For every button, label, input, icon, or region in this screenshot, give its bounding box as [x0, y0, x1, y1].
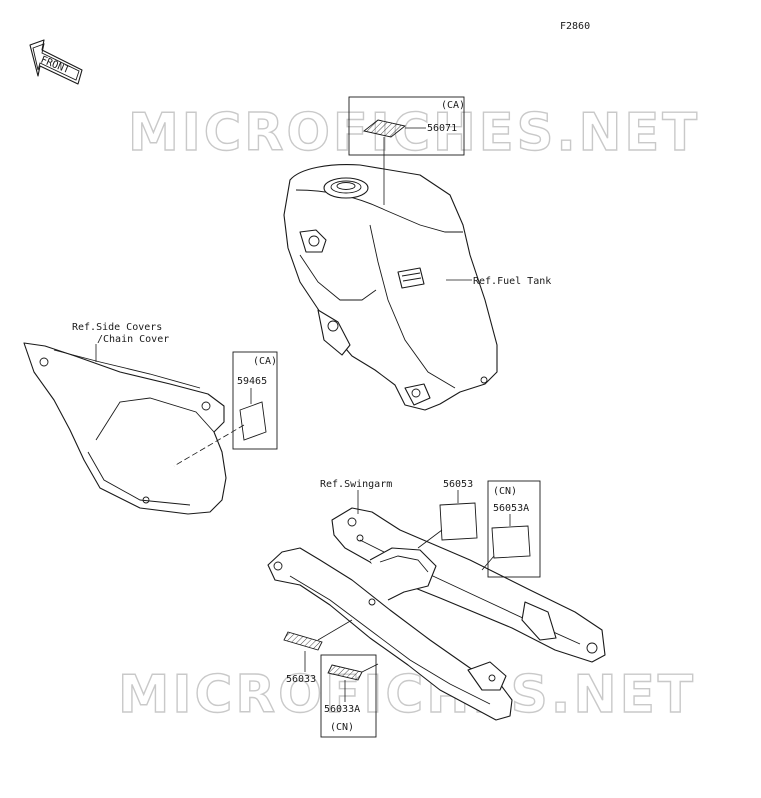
decal-56033-shape: [283, 631, 323, 651]
watermark-bottom: MICROFICHES.NET: [118, 665, 696, 725]
region-cn-bottom: (CN): [330, 722, 354, 733]
ref-swingarm: Ref.Swingarm: [320, 479, 392, 490]
part-59465: 59465: [237, 376, 267, 387]
cn-box-56053A: [487, 480, 541, 578]
part-56053A: 56053A: [493, 503, 529, 514]
front-arrow-icon: FRONT: [29, 39, 83, 85]
watermark-top: MICROFICHES.NET: [128, 103, 700, 163]
side-cover-drawing: [23, 342, 227, 515]
ref-side-covers-line1: Ref.Side Covers: [72, 322, 162, 333]
part-56053: 56053: [443, 479, 473, 490]
ref-fuel-tank: Ref.Fuel Tank: [473, 276, 551, 287]
ca-box-56071: [348, 96, 465, 156]
swingarm-drawing: [267, 507, 606, 721]
region-ca-left: (CA): [253, 356, 277, 367]
ca-box-59465: [232, 351, 278, 450]
decal-56053-shape: [439, 502, 478, 541]
region-cn-right: (CN): [493, 486, 517, 497]
ref-side-covers-line2: /Chain Cover: [97, 334, 169, 345]
decal-56053A-shape: [491, 525, 531, 559]
part-56033A: 56033A: [324, 704, 360, 715]
cn-box-56033A: [320, 654, 377, 738]
part-56033: 56033: [286, 674, 316, 685]
decal-56071-shape: [362, 119, 407, 138]
part-56071: 56071: [427, 123, 457, 134]
diagram-code: F2860: [560, 21, 590, 32]
decal-56033A-shape: [327, 664, 363, 681]
region-ca-top: (CA): [441, 100, 465, 111]
fuel-tank-drawing: [283, 164, 498, 411]
decal-59465-shape: [239, 401, 267, 441]
